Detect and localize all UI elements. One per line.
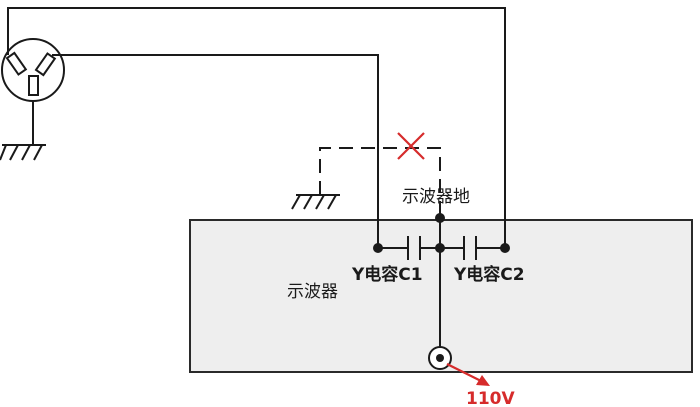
junction-c2-right: [500, 243, 510, 253]
capacitor-c1-symbol: [407, 236, 421, 260]
broken-ground-path: [319, 147, 441, 215]
capacitor-c2-label: Y电容C2: [453, 264, 525, 285]
capacitor-c2-symbol: [463, 236, 477, 260]
mains-wires: [7, 7, 506, 248]
earth-ground-icon: [0, 144, 46, 161]
scope-label: 示波器: [287, 282, 338, 302]
red-cross-icon: [397, 132, 425, 160]
voltage-label: 110V: [466, 389, 515, 407]
bnc-connector-icon: [428, 346, 452, 370]
junction-scope-ground: [435, 213, 445, 223]
voltage-arrow: [446, 363, 490, 386]
earth-ground-icon: [291, 194, 340, 210]
junction-c1-left: [373, 243, 383, 253]
capacitor-c1-label: Y电容C1: [351, 264, 423, 285]
junction-center: [435, 243, 445, 253]
junction-dots: [373, 213, 510, 253]
scope-ground-label: 示波器地: [402, 187, 470, 207]
three-pin-outlet-icon: [1, 38, 65, 102]
